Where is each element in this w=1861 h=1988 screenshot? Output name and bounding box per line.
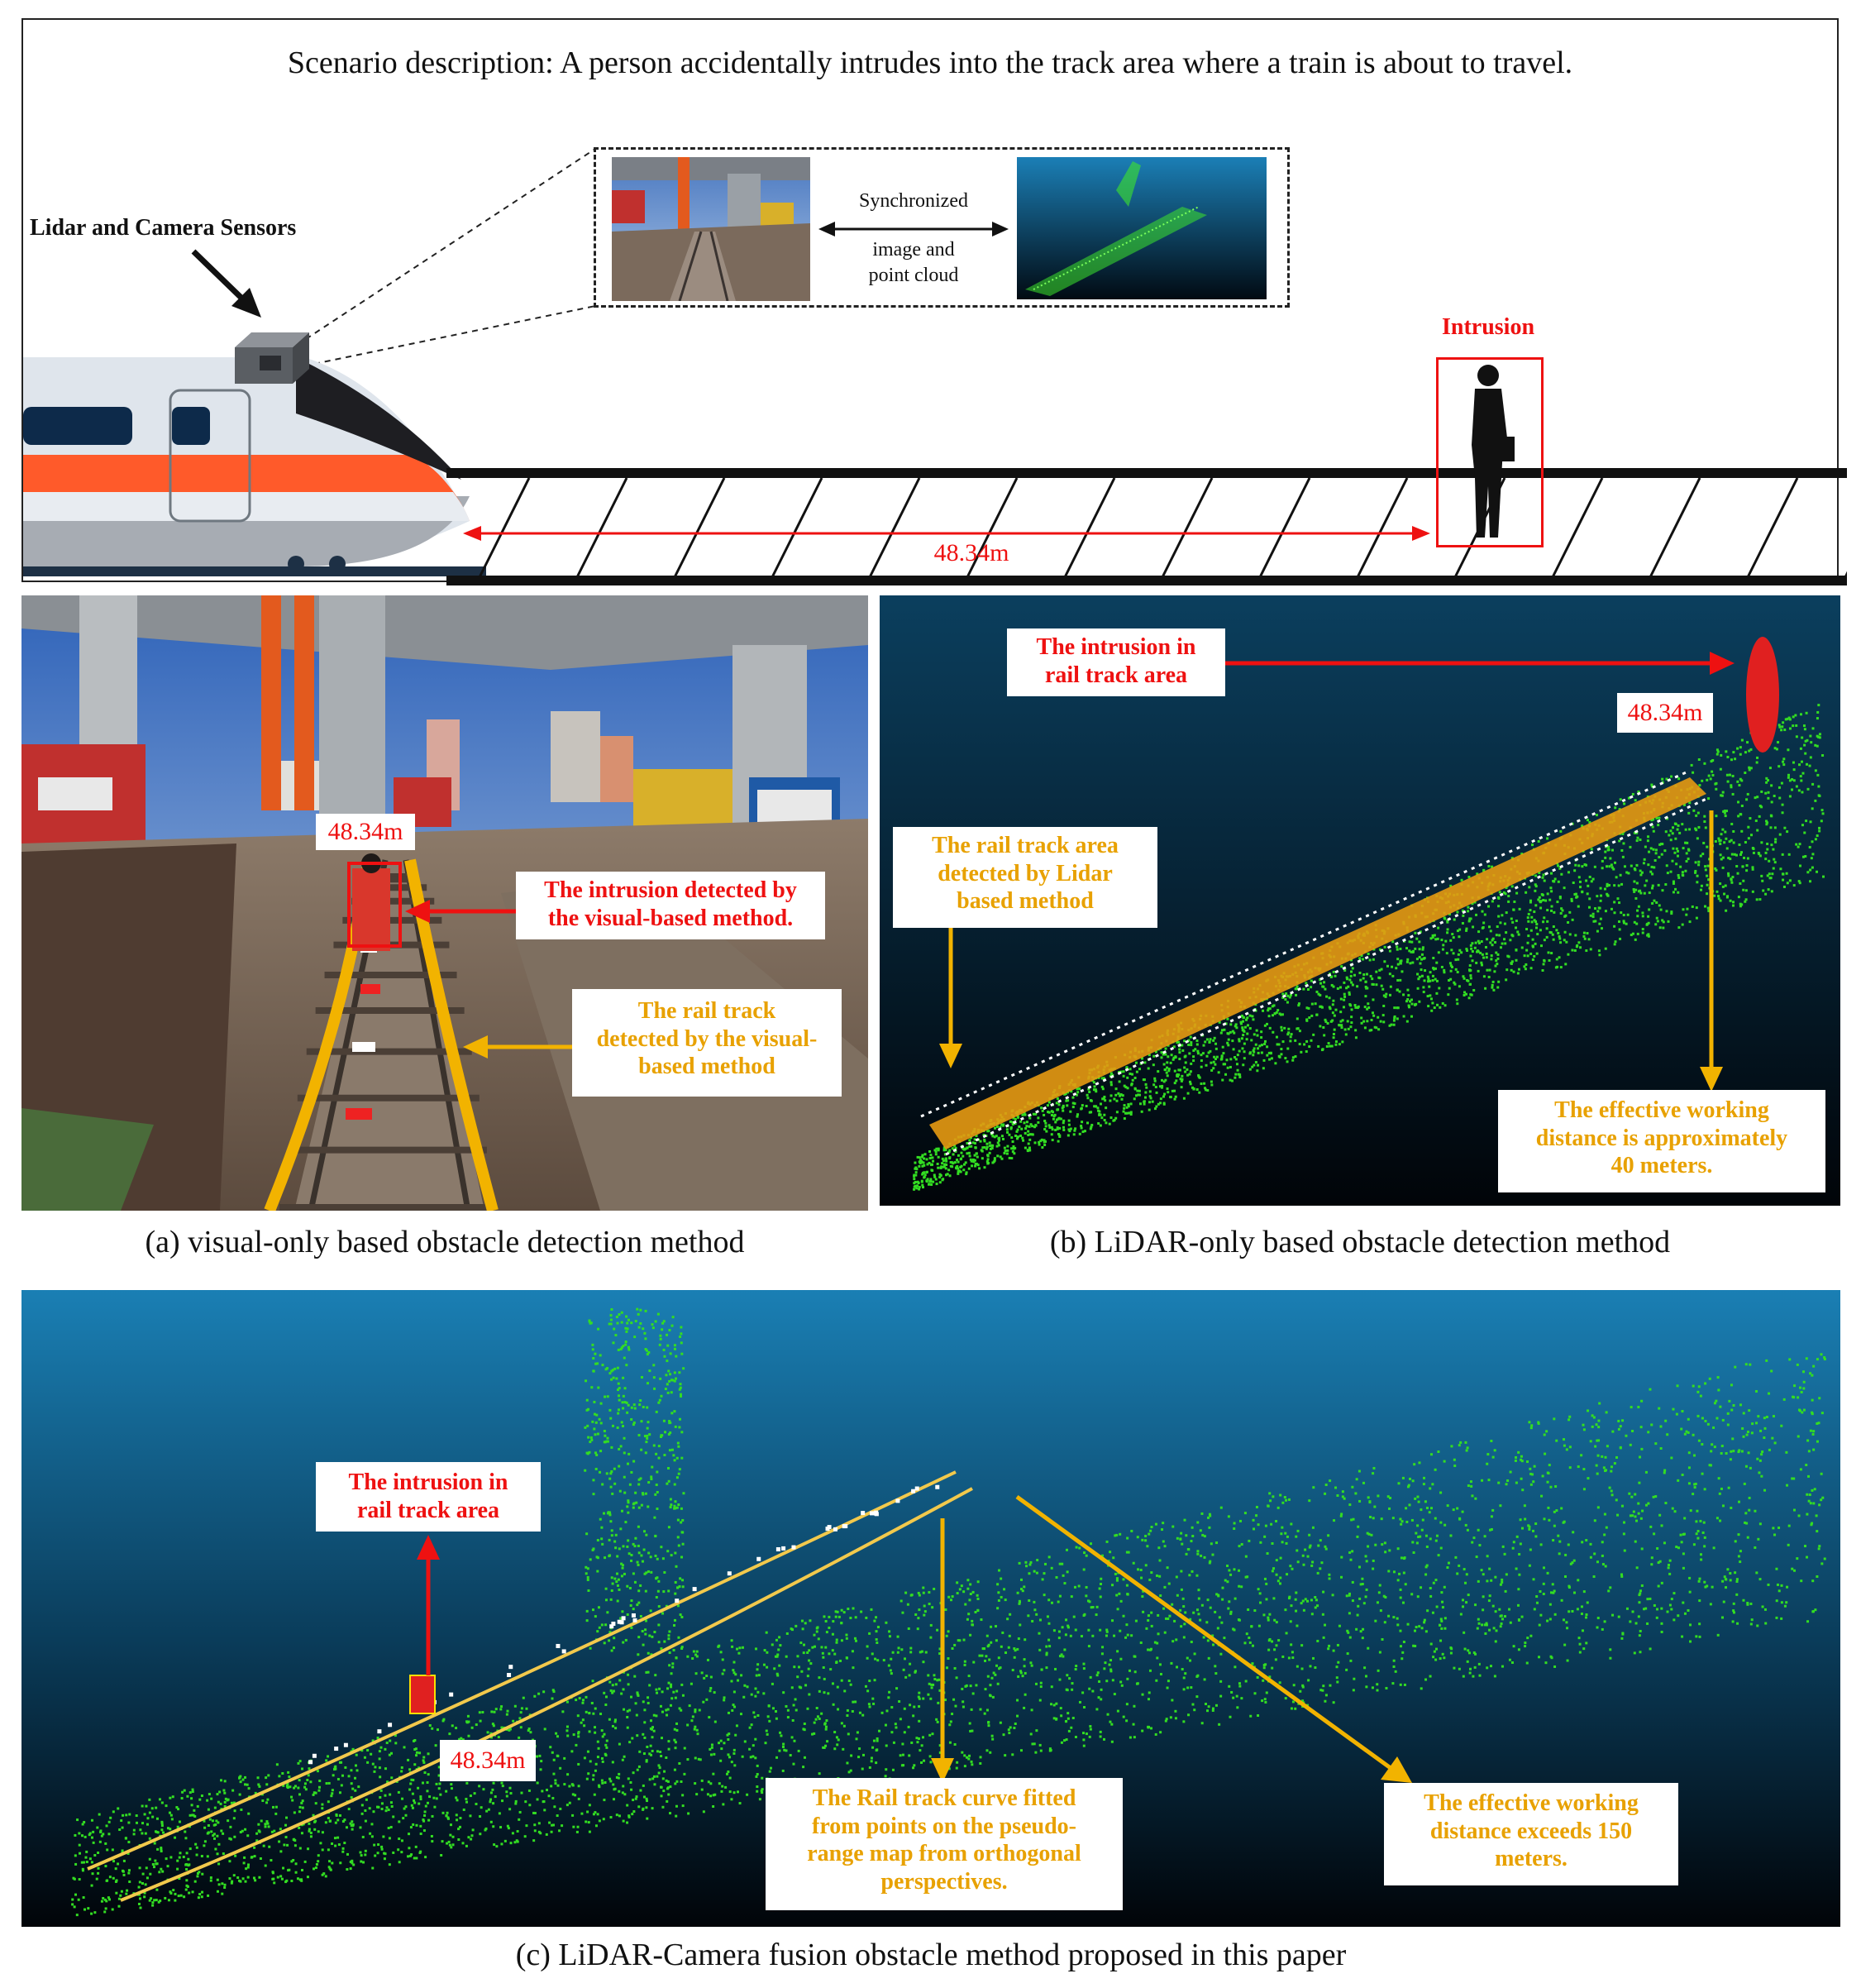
scenario-distance-label: 48.34m: [933, 539, 1009, 566]
panel-a-caption: (a) visual-only based obstacle detection…: [145, 1225, 745, 1259]
rail-track: [446, 468, 1847, 585]
panel-c-caption: (c) LiDAR-Camera fusion obstacle method …: [515, 1938, 1347, 1972]
panel-a-track-label-line-1: The rail track: [637, 998, 776, 1024]
sync-double-arrow: [818, 222, 1009, 237]
sensors-label: Lidar and Camera Sensors: [30, 215, 297, 241]
train-illustration: [23, 357, 486, 576]
panel-a-track-label-line-2: detected by the visual-: [596, 1025, 818, 1052]
panel-b-range-label-line-1: The effective working: [1554, 1097, 1769, 1123]
sync-inset-box: [594, 147, 1290, 308]
scenario-intrusion-box: [1436, 357, 1544, 547]
panel-a-intrusion-box: [347, 862, 402, 948]
panel-c-curve-label: The Rail track curve fitted from points …: [766, 1778, 1123, 1910]
panel-c-range-arrow: [1015, 1494, 1412, 1783]
person-silhouette-icon: [1472, 365, 1515, 538]
panel-a-track-label-line-3: based method: [638, 1054, 775, 1080]
panel-c-range-label-line-3: meters.: [1495, 1846, 1568, 1872]
panel-c-intrusion-label: The intrusion in rail track area: [316, 1462, 541, 1532]
panel-b-intrusion-label-line-2: rail track area: [1044, 662, 1188, 688]
panel-a-camera-view: [21, 595, 868, 1211]
panel-b-range-label: The effective working distance is approx…: [1498, 1090, 1825, 1192]
panel-c-curve-arrow: [931, 1518, 954, 1783]
panel-b-track-label-line-2: detected by Lidar: [938, 860, 1113, 886]
panel-b-track-label: The rail track area detected by Lidar ba…: [893, 827, 1157, 928]
sensors-arrow: [191, 249, 261, 318]
panel-c-range-label-line-2: distance exceeds 150: [1429, 1818, 1633, 1844]
panel-a-track-arrow: [463, 1035, 579, 1059]
panel-b-track-arrow: [939, 928, 962, 1068]
panel-a-intrusion-label-line-1: The intrusion detected by: [544, 877, 797, 903]
panel-c-curve-label-line-3: range map from orthogonal: [807, 1841, 1081, 1867]
panel-c-range-label: The effective working distance exceeds 1…: [1384, 1783, 1678, 1885]
panel-c-intrusion-arrow: [417, 1535, 440, 1675]
sync-label: Synchronized image and point cloud: [827, 189, 1000, 289]
panel-b-range-label-line-2: distance is approximately: [1535, 1125, 1788, 1151]
panel-c-curve-label-line-2: from points on the pseudo-: [812, 1813, 1076, 1839]
inset-camera-image: [612, 157, 810, 301]
panel-a-intrusion-label: The intrusion detected by the visual-bas…: [516, 872, 825, 939]
scenario-intrusion-label: Intrusion: [1441, 314, 1535, 340]
panel-b-intrusion-label-line-1: The intrusion in: [1036, 634, 1196, 660]
panel-b-intrusion-label: The intrusion in rail track area: [1007, 628, 1225, 696]
panel-b-range-arrow: [1700, 810, 1723, 1092]
panel-b-range-label-line-3: 40 meters.: [1610, 1153, 1713, 1179]
sync-label-line-2: image and: [872, 239, 955, 260]
panel-c-range-label-line-1: The effective working: [1424, 1790, 1639, 1816]
projection-lines: [305, 148, 596, 365]
panel-b-caption: (b) LiDAR-only based obstacle detection …: [1049, 1225, 1671, 1259]
panel-c-distance-label: 48.34m: [440, 1740, 536, 1781]
panel-c-curve-label-line-4: perspectives.: [880, 1868, 1008, 1895]
inset-point-cloud: [1017, 157, 1267, 299]
sync-label-line-3: point cloud: [868, 265, 959, 286]
panel-b-track-label-line-3: based method: [957, 888, 1094, 915]
panel-b-track-label-line-1: The rail track area: [932, 833, 1119, 858]
panel-b-distance-label: 48.34m: [1617, 693, 1713, 733]
panel-a-intrusion-label-line-2: the visual-based method.: [547, 905, 794, 931]
panel-a-distance-label: 48.34m: [316, 814, 415, 850]
panel-b-intrusion-arrow: [1225, 652, 1735, 675]
panel-c-intrusion-label-line-1: The intrusion in: [348, 1469, 508, 1495]
sensor-box-icon: [235, 332, 309, 384]
panel-c-curve-label-line-1: The Rail track curve fitted: [812, 1785, 1076, 1811]
panel-a-track-label: The rail track detected by the visual- b…: [572, 989, 842, 1097]
sync-label-line-1: Synchronized: [859, 190, 968, 212]
panel-c-intrusion-label-line-2: rail track area: [356, 1497, 500, 1523]
panel-a-intrusion-arrow: [405, 900, 521, 923]
scenario-description: Scenario description: A person accidenta…: [287, 45, 1573, 80]
scenario-distance-arrow: [463, 526, 1430, 541]
